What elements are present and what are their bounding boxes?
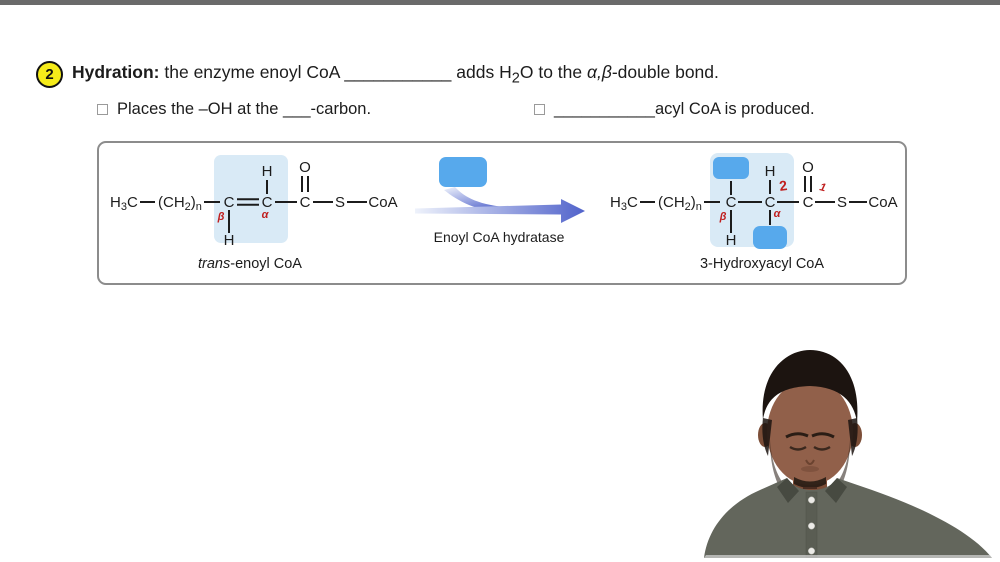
fill-in-blank: ___________ (554, 100, 655, 118)
webcam-bottom-edge (704, 555, 992, 558)
hidden-answer-box-h (753, 226, 787, 249)
hydrogen-bottom: H (224, 232, 235, 249)
heading-title: Hydration: (72, 62, 160, 83)
fill-in-blank: ___________ (344, 62, 452, 83)
beta-label: β (217, 211, 225, 223)
hidden-answer-box-oh (713, 157, 749, 179)
alpha-beta-italic: α,β (587, 62, 612, 83)
nose (805, 459, 815, 465)
methyl-group: H3C (110, 194, 138, 213)
eyebrow-left (785, 432, 809, 439)
methylene-chain: (CH2)n (158, 194, 202, 213)
top-bar (0, 0, 1000, 5)
bullet-text-segment: acyl CoA is produced. (654, 100, 815, 118)
checkbox-icon (534, 104, 545, 115)
product-structure: H3C (CH2)n C C C S CoA H H O 2 1 β α 3-H… (610, 153, 898, 272)
h2o-subscript: 2 (511, 70, 520, 87)
beta-carbon: C (224, 194, 235, 211)
methylene-chain: (CH2)n (658, 194, 702, 213)
handwritten-note-2: 2 (778, 177, 788, 194)
collar-left (777, 478, 799, 503)
collar-right (825, 478, 847, 503)
heading-segment: -double bond. (611, 62, 719, 83)
heading-text: Hydration: the enzyme enoyl CoA ________… (72, 62, 719, 87)
shirt-button (808, 496, 815, 504)
polo-shirt (704, 478, 992, 558)
shirt-button (808, 547, 815, 555)
eyebrow-right (811, 432, 835, 439)
reactant-label: trans-enoyl CoA (198, 256, 302, 272)
bullet-text: Places the –OH at the ___-carbon. (117, 100, 372, 118)
sulfur-atom: S (837, 194, 847, 211)
heading-segment: O to the (519, 62, 583, 83)
bullet-product: ___________acyl CoA is produced. (534, 100, 815, 119)
heading-segment: the enzyme enoyl CoA (164, 62, 340, 83)
instructor-figure (704, 350, 992, 558)
mustache (794, 477, 826, 488)
step-number-badge: 2 (36, 61, 63, 88)
reactant-structure: H3C (CH2)n C C C S CoA H H O β α trans-e… (110, 155, 398, 272)
nose-shadow (801, 466, 819, 472)
beta-label: β (719, 211, 727, 223)
eye-left-closed (789, 445, 807, 451)
alpha-carbon: C (765, 194, 776, 211)
alpha-label: α (262, 209, 270, 221)
bond-lines (640, 176, 867, 233)
hydrogen-top: H (262, 163, 273, 180)
face (767, 379, 853, 485)
bullet-oh-placement: Places the –OH at the ___-carbon. (97, 100, 371, 119)
bullet-text: ___________acyl CoA is produced. (554, 100, 815, 119)
carbonyl-carbon: C (300, 194, 311, 211)
eye-right-closed (813, 445, 831, 451)
carbonyl-carbon: C (803, 194, 814, 211)
hydrogen-top: H (765, 163, 776, 180)
carbonyl-oxygen: O (802, 159, 814, 176)
alpha-label: α (774, 208, 782, 220)
carbonyl-oxygen: O (299, 159, 311, 176)
heading-segment: adds H (456, 62, 512, 83)
product-label: 3-Hydroxyacyl CoA (700, 256, 824, 272)
beta-carbon: C (726, 194, 737, 211)
reaction-arrow (415, 199, 585, 223)
instructor-webcam (704, 350, 992, 558)
hair (762, 350, 858, 422)
reaction-diagram: H3C (CH2)n C C C S CoA H H O β α trans-e… (110, 153, 898, 272)
bond-lines (140, 176, 367, 233)
shirt-button (808, 522, 815, 530)
hidden-answer-box-h2o (439, 157, 487, 187)
coa-group: CoA (368, 194, 397, 211)
reaction-arrow-group: Enoyl CoA hydratase (415, 157, 585, 245)
sideburn-left (762, 418, 772, 456)
reaction-diagram-box: H3C (CH2)n C C C S CoA H H O β α trans-e… (97, 141, 907, 285)
hydrogen-bottom: H (726, 232, 737, 249)
coa-group: CoA (868, 194, 897, 211)
checkbox-icon (97, 104, 108, 115)
alpha-carbon: C (262, 194, 273, 211)
sideburn-right (848, 418, 858, 456)
heading-line: 2 Hydration: the enzyme enoyl CoA ______… (36, 61, 719, 88)
handwritten-note-1: 1 (818, 181, 827, 194)
sulfur-atom: S (335, 194, 345, 211)
enzyme-label: Enoyl CoA hydratase (434, 229, 565, 245)
methyl-group: H3C (610, 194, 638, 213)
